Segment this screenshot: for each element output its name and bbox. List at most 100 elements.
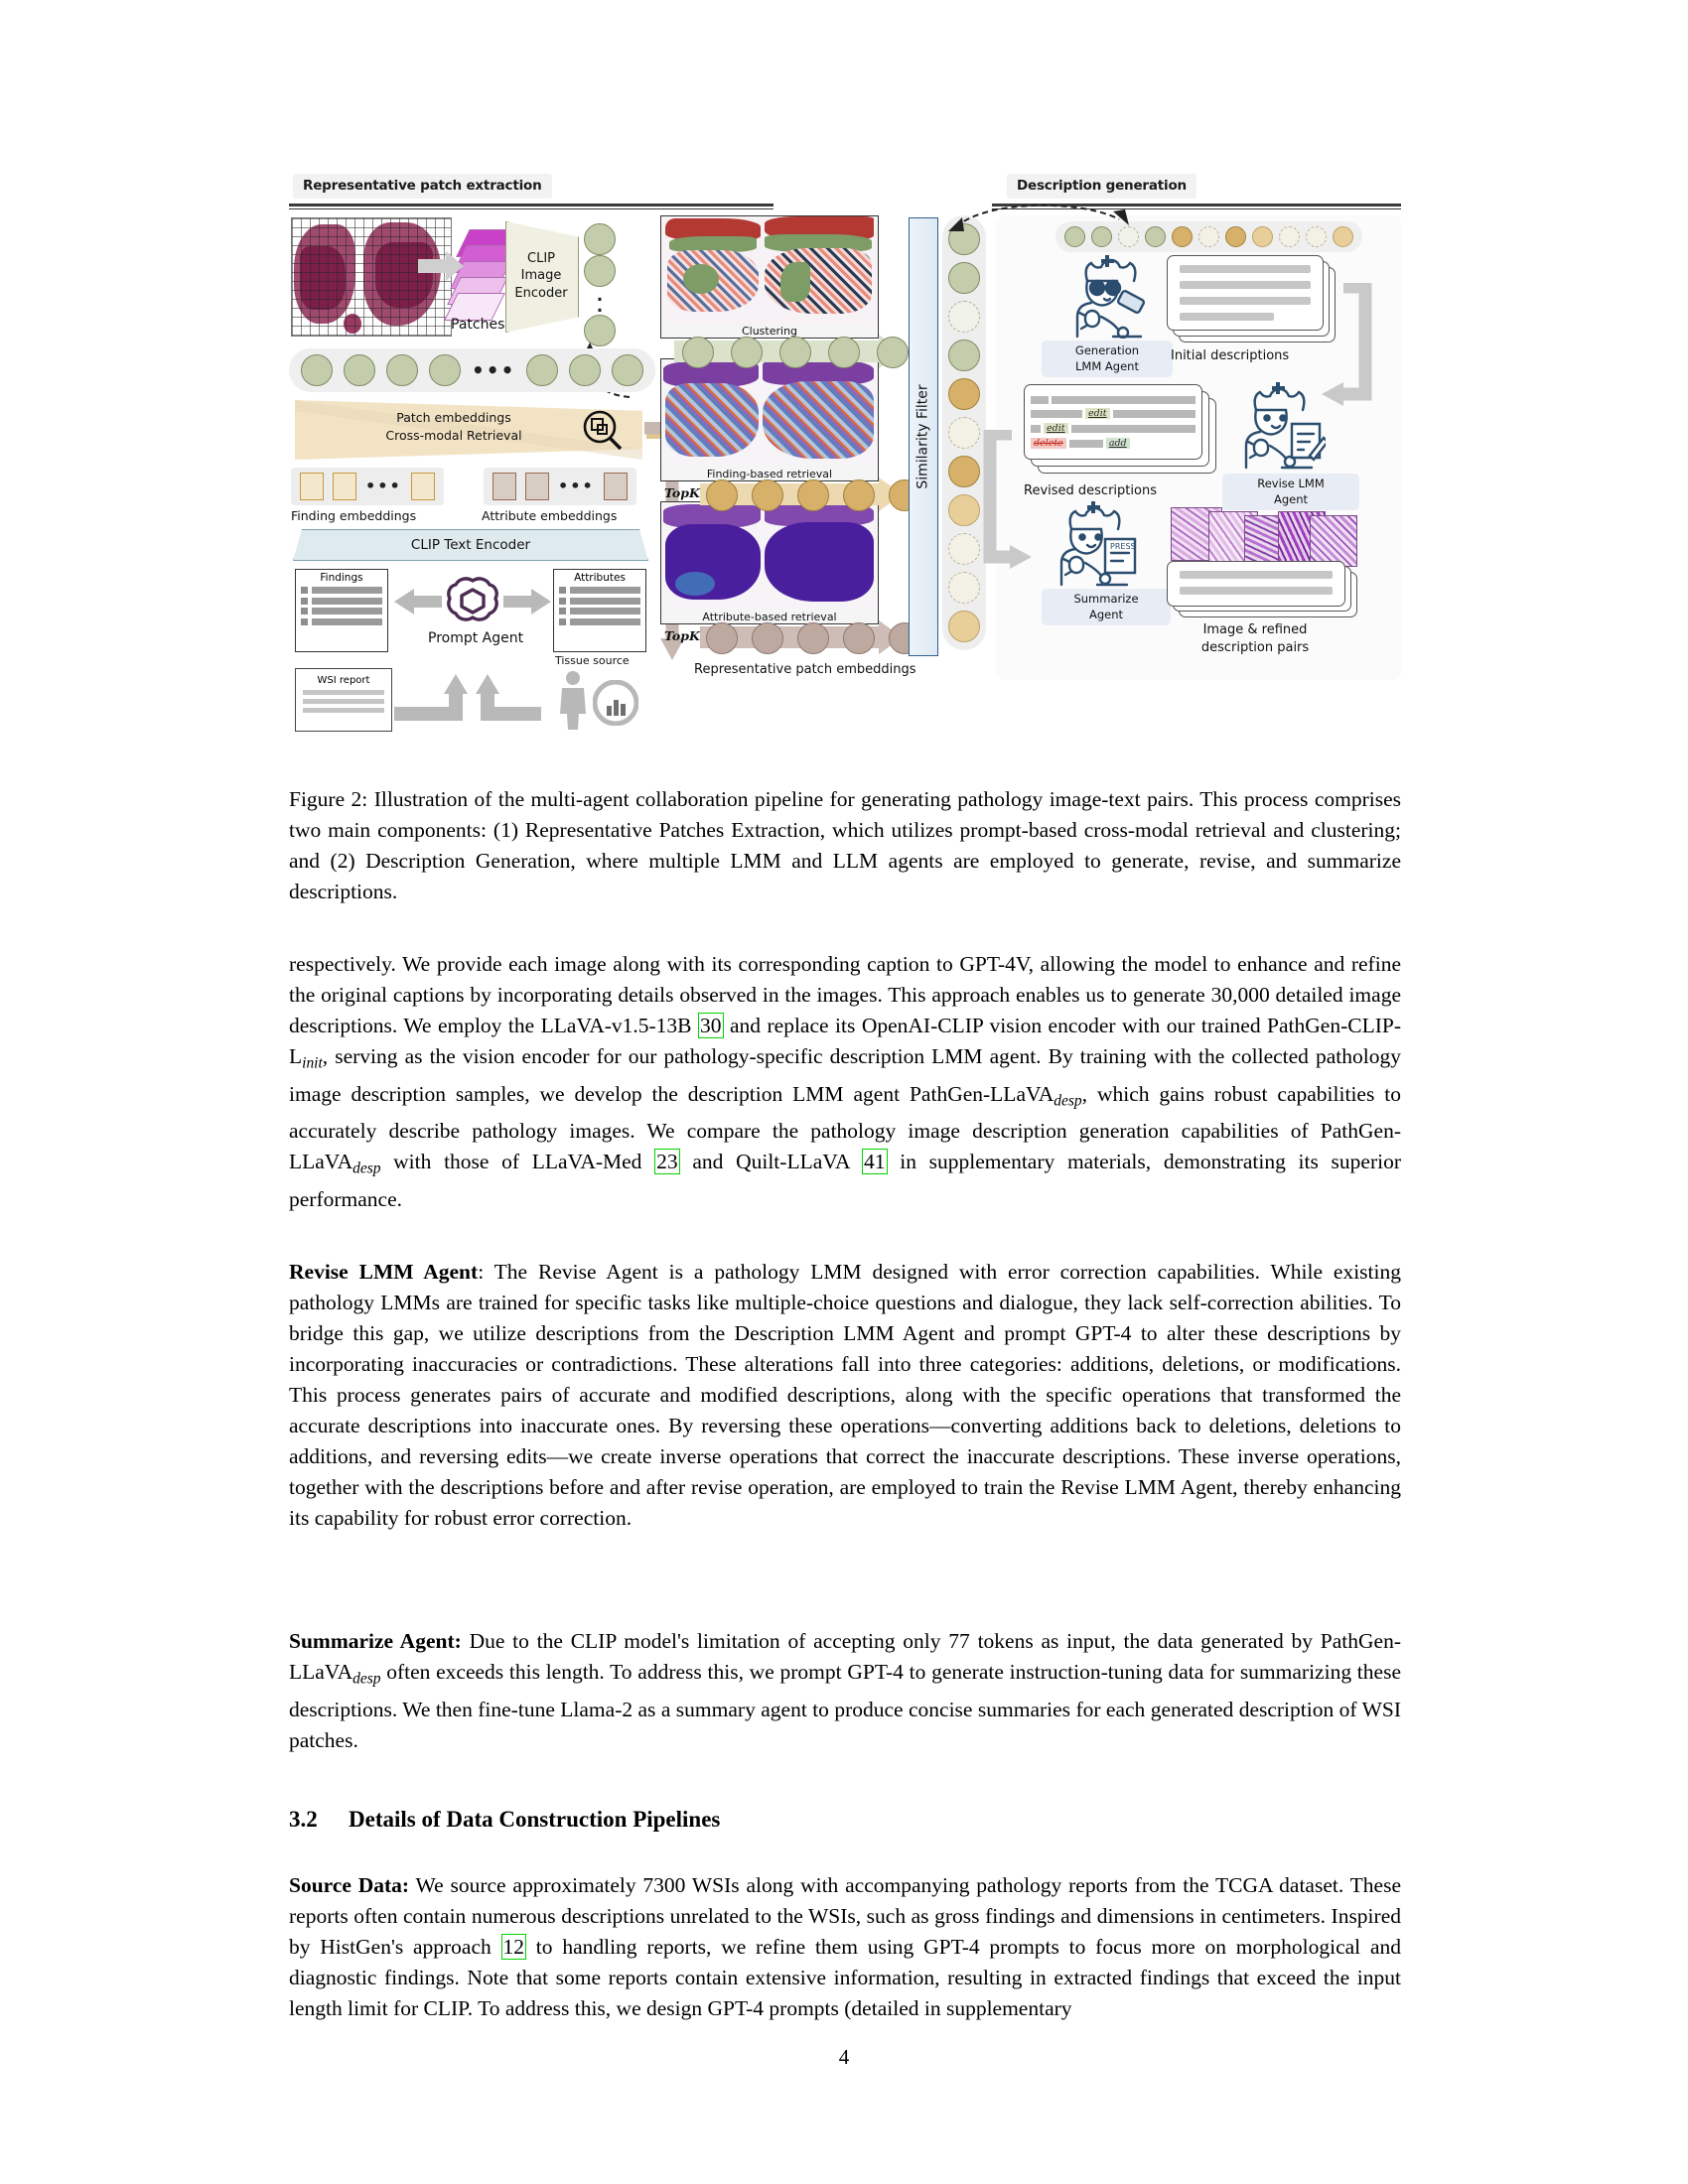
finding-retrieval-caption: Finding-based retrieval [661,468,878,480]
figure-caption: Figure 2: Illustration of the multi-agen… [289,784,1401,907]
revised-descriptions-label: Revised descriptions [1024,483,1157,498]
summarize-agent-label: Summarize Agent [1042,589,1171,626]
finding-retrieval-image: Finding-based retrieval [660,358,879,481]
patient-body-icon [560,671,586,730]
similarity-filter: Similarity Filter [909,217,938,656]
clustering-output-dots [682,337,909,368]
add-chip: add [1105,438,1130,449]
edit-chip-1: edit [1085,408,1110,419]
revise-agent-text: : The Revise Agent is a pathology LMM de… [289,1260,1401,1530]
press-label: PRESS [1110,542,1136,551]
paragraph-source-data: Source Data: We source approximately 730… [289,1870,1401,2024]
attributes-title: Attributes [574,572,626,584]
p1-seg-c: , serving as the vision encoder for our … [289,1044,1401,1106]
figure-caption-label: Figure 2: [289,787,368,811]
generation-lmm-agent-label: Generation LMM Agent [1042,341,1173,378]
p3-sub-desp: desp [352,1670,381,1688]
attribute-retrieval-caption: Attribute-based retrieval [661,611,878,623]
p1-sub-desp-1: desp [1054,1092,1082,1110]
citation-12[interactable]: 12 [500,1934,527,1960]
clip-image-encoder-text: CLIP Image Encoder [514,250,568,301]
edit-chip-2: edit [1044,423,1068,434]
attribute-embeddings-label: Attribute embeddings [482,508,618,523]
revised-descriptions-stack: edit edit delete add [1024,384,1222,476]
clustering-image: Clustering [660,215,879,339]
section-number: 3.2 [289,1807,318,1832]
p1-seg-d: , which gains robust capabilities to acc… [289,1081,1401,1174]
paragraph-1: respectively. We provide each image alon… [289,949,1401,1215]
figure-2: Representative patch extraction Descript… [289,174,1401,779]
topk-attribute-label: TopK [664,628,700,643]
reinsert-dashed-arrow-icon [948,204,1129,231]
left-section-rule-thin [289,208,774,209]
retrieval-search-icon [583,410,623,451]
report-to-agent-arrow-icon [394,674,541,721]
image-refined-pairs-label-2: description pairs [1200,640,1310,655]
delete-chip: delete [1031,438,1066,449]
topk-attribute-dots [706,622,920,654]
to-revise-agent-arrow-icon [1322,283,1372,406]
summarize-agent-text-b: often exceeds this length. To address th… [289,1660,1401,1752]
citation-30[interactable]: 30 [698,1013,724,1038]
initial-descriptions-label: Initial descriptions [1171,348,1290,363]
attributes-card: Attributes [553,569,646,652]
findings-card: Findings [295,569,388,652]
patches-label: Patches [451,317,505,333]
refined-descriptions-stack [1167,561,1365,620]
patch-embeddings-label: Patch embeddings [396,410,511,425]
to-attributes-arrow-icon [503,589,551,614]
patches-arrow-icon [418,251,464,281]
wsi-report-title: WSI report [317,675,370,686]
left-section-rule [289,204,774,206]
wsi-report-card: WSI report [295,668,392,732]
cross-modal-retrieval-label: Cross-modal Retrieval [385,428,522,443]
selected-embeddings-row [1055,221,1362,252]
topk-finding-label: TopK [664,485,700,500]
p1-seg-e: with those of LLaVA-Med [380,1150,655,1174]
generation-lmm-agent-icon [1075,255,1146,339]
revise-agent-heading: Revise LMM Agent [289,1260,479,1284]
filtered-embeddings-column [942,215,986,650]
clustering-caption: Clustering [661,325,878,338]
openai-logo-icon [447,577,498,621]
wsi-thumbnail [291,217,452,337]
figure-right-section-title: Description generation [1007,174,1196,199]
revise-lmm-agent-label: Revise LMM Agent [1222,474,1359,511]
prompt-agent-label: Prompt Agent [428,630,524,646]
clip-text-encoder: CLIP Text Encoder [293,529,648,561]
p1-seg-f: and Quilt-LLaVA [679,1150,863,1174]
page-number: 4 [838,2045,850,2069]
statistics-chart-icon [593,680,638,726]
p1-sub-init: init [302,1054,323,1072]
summarize-agent-icon: PRESS [1059,501,1137,587]
image-refined-pairs-label-1: Image & refined [1202,622,1308,637]
initial-descriptions-stack [1167,255,1336,342]
right-section-rule [992,204,1401,206]
section-title: Details of Data Construction Pipelines [349,1807,721,1832]
tissue-source-label: Tissue source [555,654,630,667]
patch-embeddings-row: ••• [289,348,656,392]
to-findings-arrow-icon [394,589,442,614]
finding-embeddings-label: Finding embeddings [291,508,417,523]
p1-sub-desp-2: desp [352,1160,381,1177]
p1-seg-a: respectively. We provide each image alon… [289,952,1401,1037]
finding-embeddings-row: ••• [291,468,444,505]
revise-lmm-agent-icon [1244,382,1326,470]
attribute-retrieval-image: Attribute-based retrieval [660,501,879,624]
citation-23[interactable]: 23 [654,1149,680,1175]
source-data-text-a: We source approximately 7300 WSIs along … [289,1873,1401,1959]
summarize-agent-text-a: Due to the CLIP model's limitation of ac… [289,1629,1401,1684]
to-summarize-agent-arrow-icon [983,430,1032,569]
paragraph-revise-lmm-agent: Revise LMM Agent: The Revise Agent is a … [289,1257,1401,1534]
figure-caption-text: Illustration of the multi-agent collabor… [289,787,1402,903]
p1-seg-g: in supplementary materials, demonstratin… [289,1150,1401,1211]
representative-patch-embeddings-label: Representative patch embeddings [694,662,916,677]
findings-title: Findings [320,572,363,584]
attribute-embeddings-row: ••• [484,468,636,505]
p1-seg-b: and replace its OpenAI-CLIP vision encod… [289,1014,1402,1068]
paragraph-summarize-agent: Summarize Agent: Due to the CLIP model's… [289,1626,1401,1756]
source-data-text-b: to handling reports, we refine them usin… [289,1935,1401,2020]
section-heading-3-2: 3.2 Details of Data Construction Pipeline… [289,1807,1401,1833]
citation-41[interactable]: 41 [862,1149,888,1175]
